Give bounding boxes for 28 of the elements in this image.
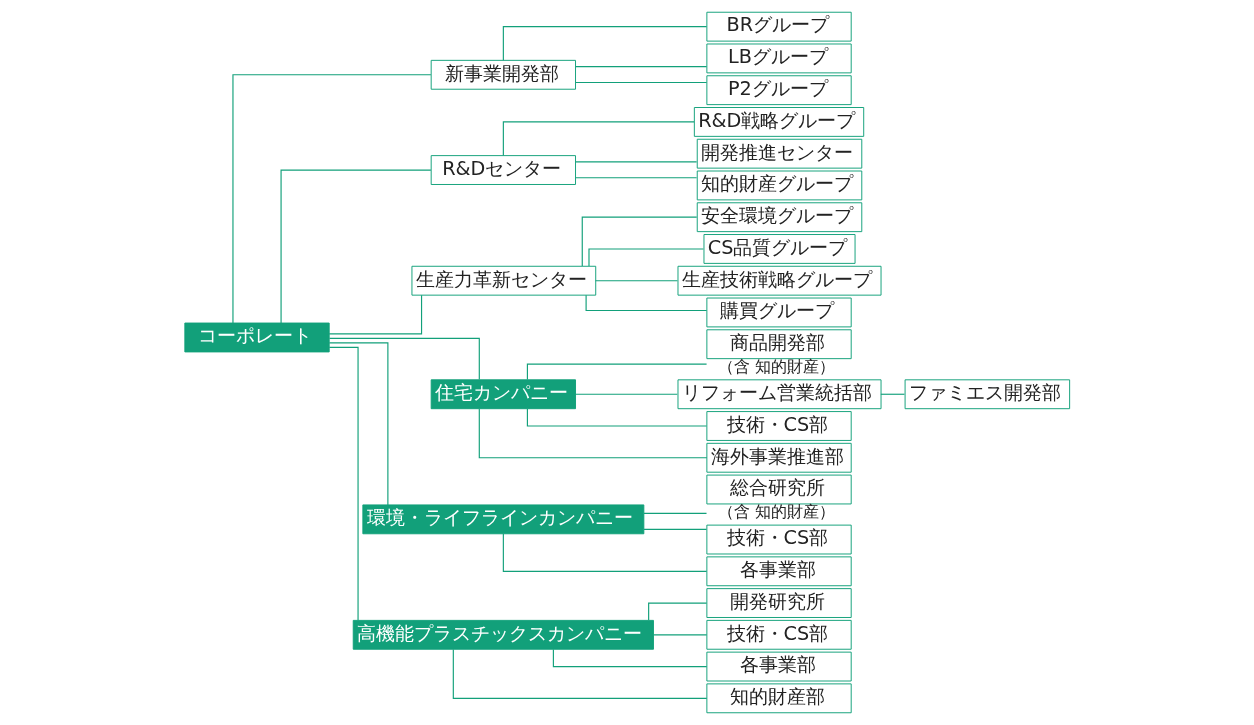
- connector: [502, 533, 708, 572]
- node-label: （含 知的財産）: [717, 502, 836, 522]
- connector: [643, 528, 708, 531]
- connector: [232, 74, 432, 324]
- connector: [653, 634, 708, 636]
- connector: [588, 248, 704, 267]
- connector: [575, 177, 698, 179]
- connector: [575, 161, 698, 163]
- connector: [328, 342, 389, 506]
- connector: [452, 648, 708, 699]
- connector: [502, 26, 708, 61]
- connector: [585, 294, 708, 312]
- connector: [643, 512, 708, 514]
- connector: [280, 169, 432, 324]
- connector: [328, 337, 480, 381]
- connector: [880, 393, 906, 395]
- connector: [648, 602, 708, 621]
- connector: [328, 346, 359, 621]
- connector: [575, 81, 708, 84]
- connector: [575, 66, 708, 68]
- connector: [552, 649, 708, 668]
- connector: [594, 280, 679, 282]
- connector: [581, 216, 698, 267]
- connector: [575, 393, 678, 395]
- connector: [328, 294, 423, 335]
- connector: [526, 408, 708, 427]
- connector: [502, 121, 695, 157]
- connector: [478, 408, 708, 459]
